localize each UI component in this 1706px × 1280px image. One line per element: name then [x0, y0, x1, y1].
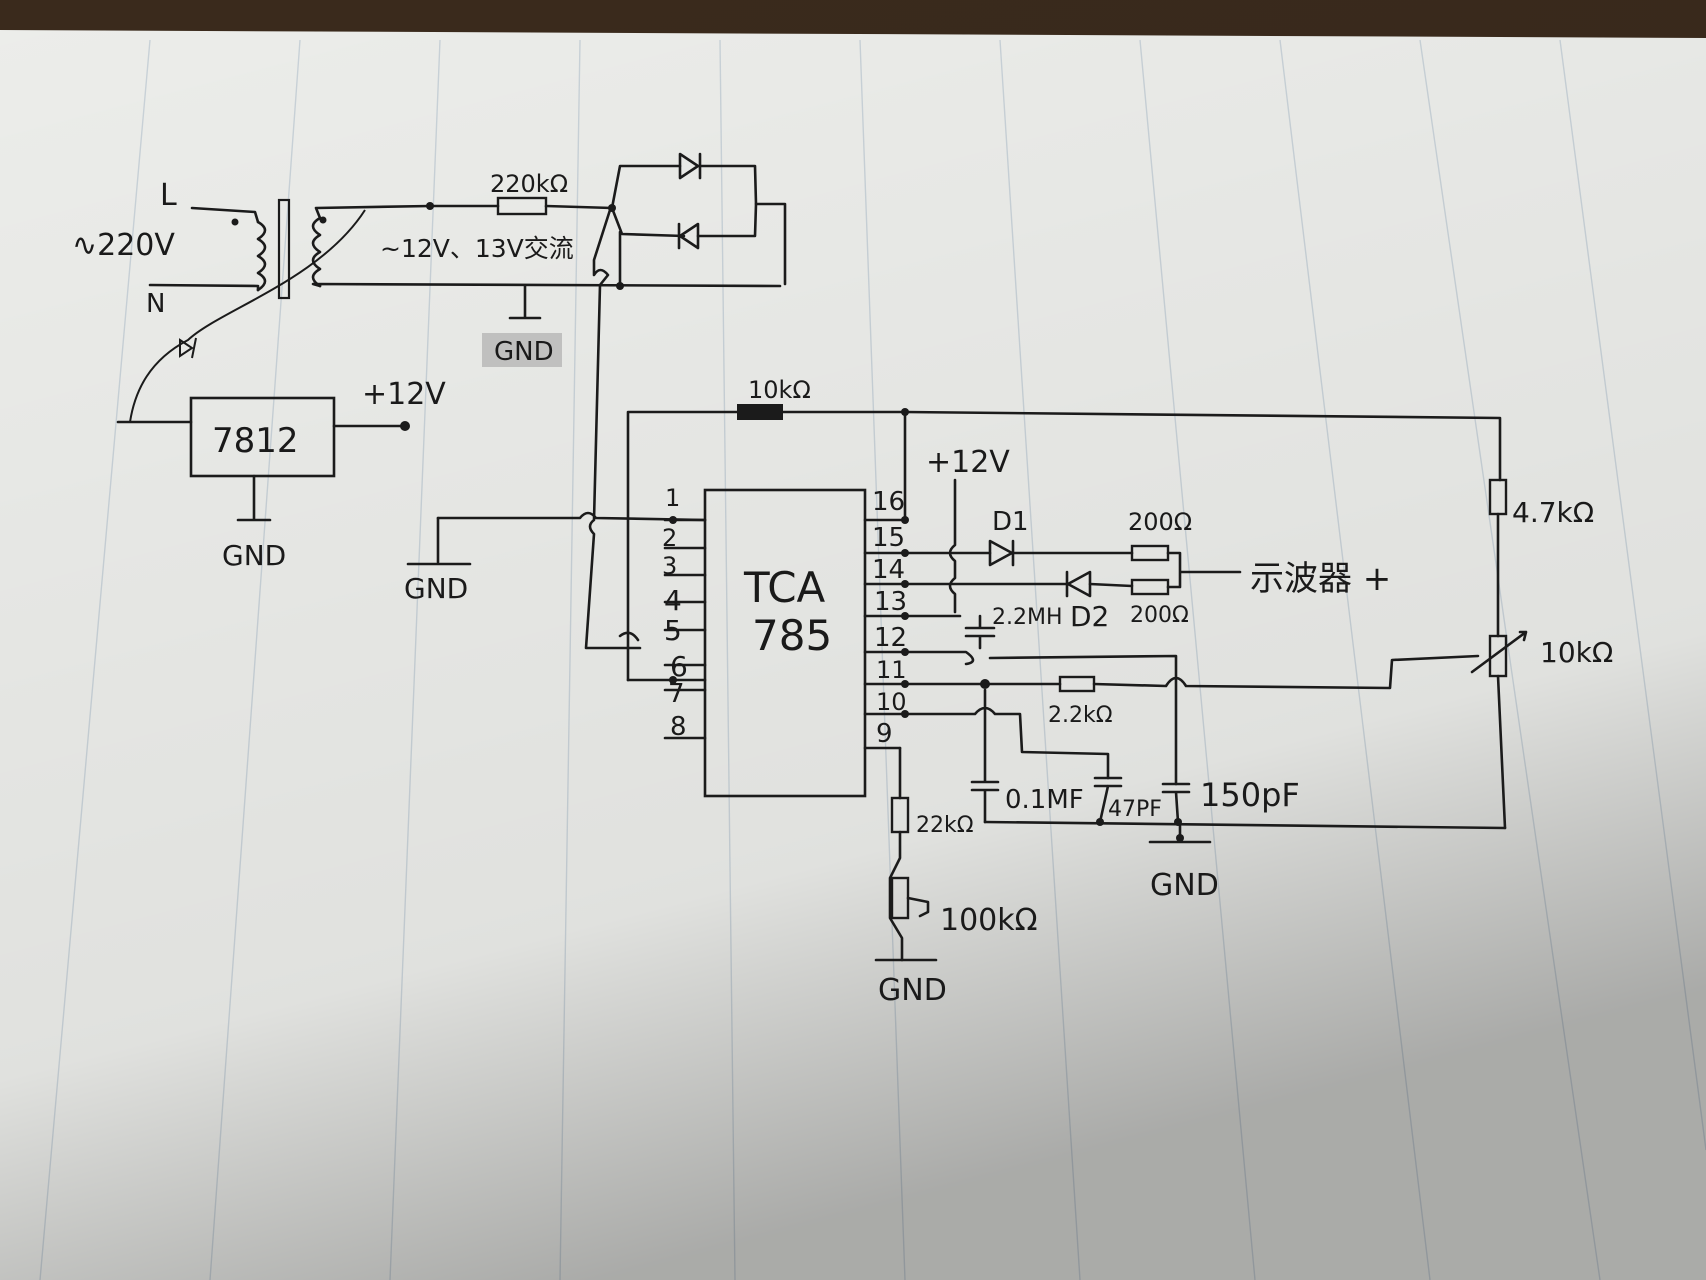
pot-100k-label: 100kΩ [940, 903, 1038, 938]
ic-right-pins: 16 15 14 13 12 11 10 9 [863, 487, 907, 750]
regulator-7812 [189, 396, 336, 478]
pin-label: 1 [665, 484, 680, 512]
pin-label: 3 [662, 552, 677, 580]
pin-label: 16 [872, 487, 905, 517]
pin-label: 6 [670, 650, 688, 683]
vcc-right-label: +12V [926, 445, 1010, 480]
pin-label: 10 [876, 688, 907, 716]
resistor-4k7-label: 4.7kΩ [1512, 496, 1594, 529]
oscilloscope-label: 示波器 + [1250, 559, 1391, 599]
inductor-label: 2.2MH [992, 605, 1063, 630]
gnd-tag-bg [482, 333, 562, 367]
pin-label: 2 [662, 524, 677, 552]
mains-voltage-label: ∿220V [72, 228, 175, 263]
gnd-mid-label: GND [1150, 868, 1219, 903]
resistor-2k2-label: 2.2kΩ [1048, 703, 1113, 728]
secondary-voltage-label: ~12V、13V交流 [380, 234, 574, 263]
pin-label: 15 [872, 523, 905, 553]
pin-label: 11 [876, 656, 907, 684]
rectifier-bridge [610, 152, 787, 290]
resistor-220k-label: 220kΩ [490, 170, 568, 198]
live-label: L [160, 178, 177, 213]
regulator-input-wire [129, 209, 366, 423]
regulator-diode-mark [179, 337, 197, 359]
cap-c3-label: 150pF [1200, 776, 1300, 814]
pin-label: 5 [664, 614, 682, 647]
ic-name-line2: 785 [752, 611, 832, 660]
ic-tca785 [703, 488, 867, 798]
resistor-10k-top-label: 10kΩ [748, 376, 811, 404]
ic-left-pins: 1 2 3 4 5 6 7 8 [662, 484, 707, 742]
regulator-gnd-label: GND [222, 539, 286, 572]
gnd-tag-label: GND [494, 337, 554, 367]
pin-label: 7 [668, 679, 685, 709]
transformer [148, 198, 782, 300]
pin-label: 4 [664, 584, 682, 617]
ic-name-line1: TCA [743, 563, 826, 612]
pot-10k-label: 10kΩ [1540, 636, 1613, 669]
pin-label: 14 [872, 555, 905, 585]
resistor-200-a-label: 200Ω [1128, 508, 1192, 536]
diode-d2-label: D2 [1070, 600, 1109, 633]
pin-label: 13 [874, 587, 907, 617]
resistor-10k-top [737, 404, 783, 420]
resistor-22k-bottom-label: 22kΩ [916, 813, 974, 838]
regulator-name: 7812 [212, 421, 299, 461]
neutral-label: N [146, 289, 165, 319]
resistor-200-b-label: 200Ω [1130, 603, 1189, 628]
pin-label: 9 [876, 719, 893, 749]
cap-c1-label: 0.1MF [1005, 785, 1084, 815]
cap-c2-label: 47PF [1108, 797, 1162, 822]
diode-d1-label: D1 [992, 507, 1029, 537]
gnd-bottom-label: GND [878, 973, 947, 1008]
regulator-out-label: +12V [362, 377, 446, 412]
gnd-left-label: GND [404, 572, 468, 605]
pin-label: 8 [670, 712, 687, 742]
pin-label: 12 [874, 623, 907, 653]
